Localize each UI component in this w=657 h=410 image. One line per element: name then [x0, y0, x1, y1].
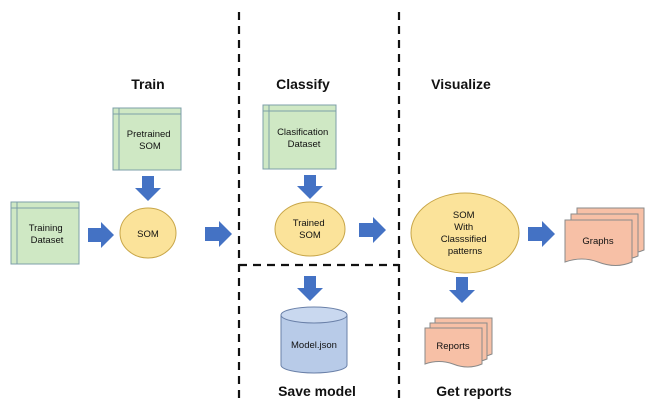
section-title-save-model: Save model	[278, 383, 356, 399]
section-title-visualize: Visualize	[431, 76, 491, 92]
som-classified-ellipse: SOM With Classsified patterns	[410, 192, 520, 274]
trained-som-line-2: SOM	[299, 230, 321, 241]
som-ellipse: SOM	[119, 207, 177, 259]
svg-text:Pretrained SOM: Pretrained SOM	[127, 129, 173, 152]
classification-dataset-box: Clasification Dataset	[262, 104, 337, 170]
pretrained-som-line-2: SOM	[139, 141, 161, 152]
arrow-to-reports	[449, 277, 475, 303]
model-json-label: Model.json	[291, 340, 337, 351]
arrow-dataset-to-trained-som	[297, 175, 323, 199]
training-dataset-box: Training Dataset	[10, 201, 80, 265]
svg-text:Training Dataset: Training Dataset	[29, 223, 66, 246]
som-label: SOM	[137, 229, 159, 240]
svg-text:SOM With Classsifi: SOM With Classsified patterns	[441, 210, 490, 257]
training-dataset-line-1: Training	[29, 223, 63, 234]
pretrained-som-line-1: Pretrained	[127, 129, 171, 140]
graphs-label: Graphs	[582, 236, 613, 247]
model-json-database: Model.json	[280, 306, 348, 374]
svg-text:Trained SOM: Trained SOM	[293, 218, 328, 241]
arrow-to-graphs	[528, 221, 555, 247]
classification-dataset-line-1: Clasification	[277, 127, 328, 138]
som-classified-line-3: Classsified	[441, 234, 487, 245]
trained-som-ellipse: Trained SOM	[274, 201, 346, 257]
section-title-train: Train	[131, 76, 164, 92]
arrow-trained-som-to-visualize	[359, 217, 386, 243]
arrow-training-to-som	[88, 222, 114, 248]
svg-text:Clasification Dataset: Clasification Dataset	[277, 127, 331, 150]
arrow-to-model-json	[297, 276, 323, 301]
section-title-get-reports: Get reports	[436, 383, 512, 399]
reports-label: Reports	[436, 341, 470, 352]
reports-documents: Reports	[424, 317, 493, 368]
arrow-som-to-classify	[205, 221, 232, 247]
som-classified-line-2: With	[454, 222, 473, 233]
arrow-pretrained-to-som	[135, 176, 161, 201]
som-classified-line-1: SOM	[453, 210, 475, 221]
trained-som-line-1: Trained	[293, 218, 325, 229]
som-classified-line-4: patterns	[448, 246, 483, 257]
section-title-classify: Classify	[276, 76, 330, 92]
pretrained-som-box: Pretrained SOM	[112, 107, 182, 171]
classification-dataset-line-2: Dataset	[288, 139, 321, 150]
graphs-documents: Graphs	[564, 207, 645, 266]
training-dataset-line-2: Dataset	[31, 235, 64, 246]
